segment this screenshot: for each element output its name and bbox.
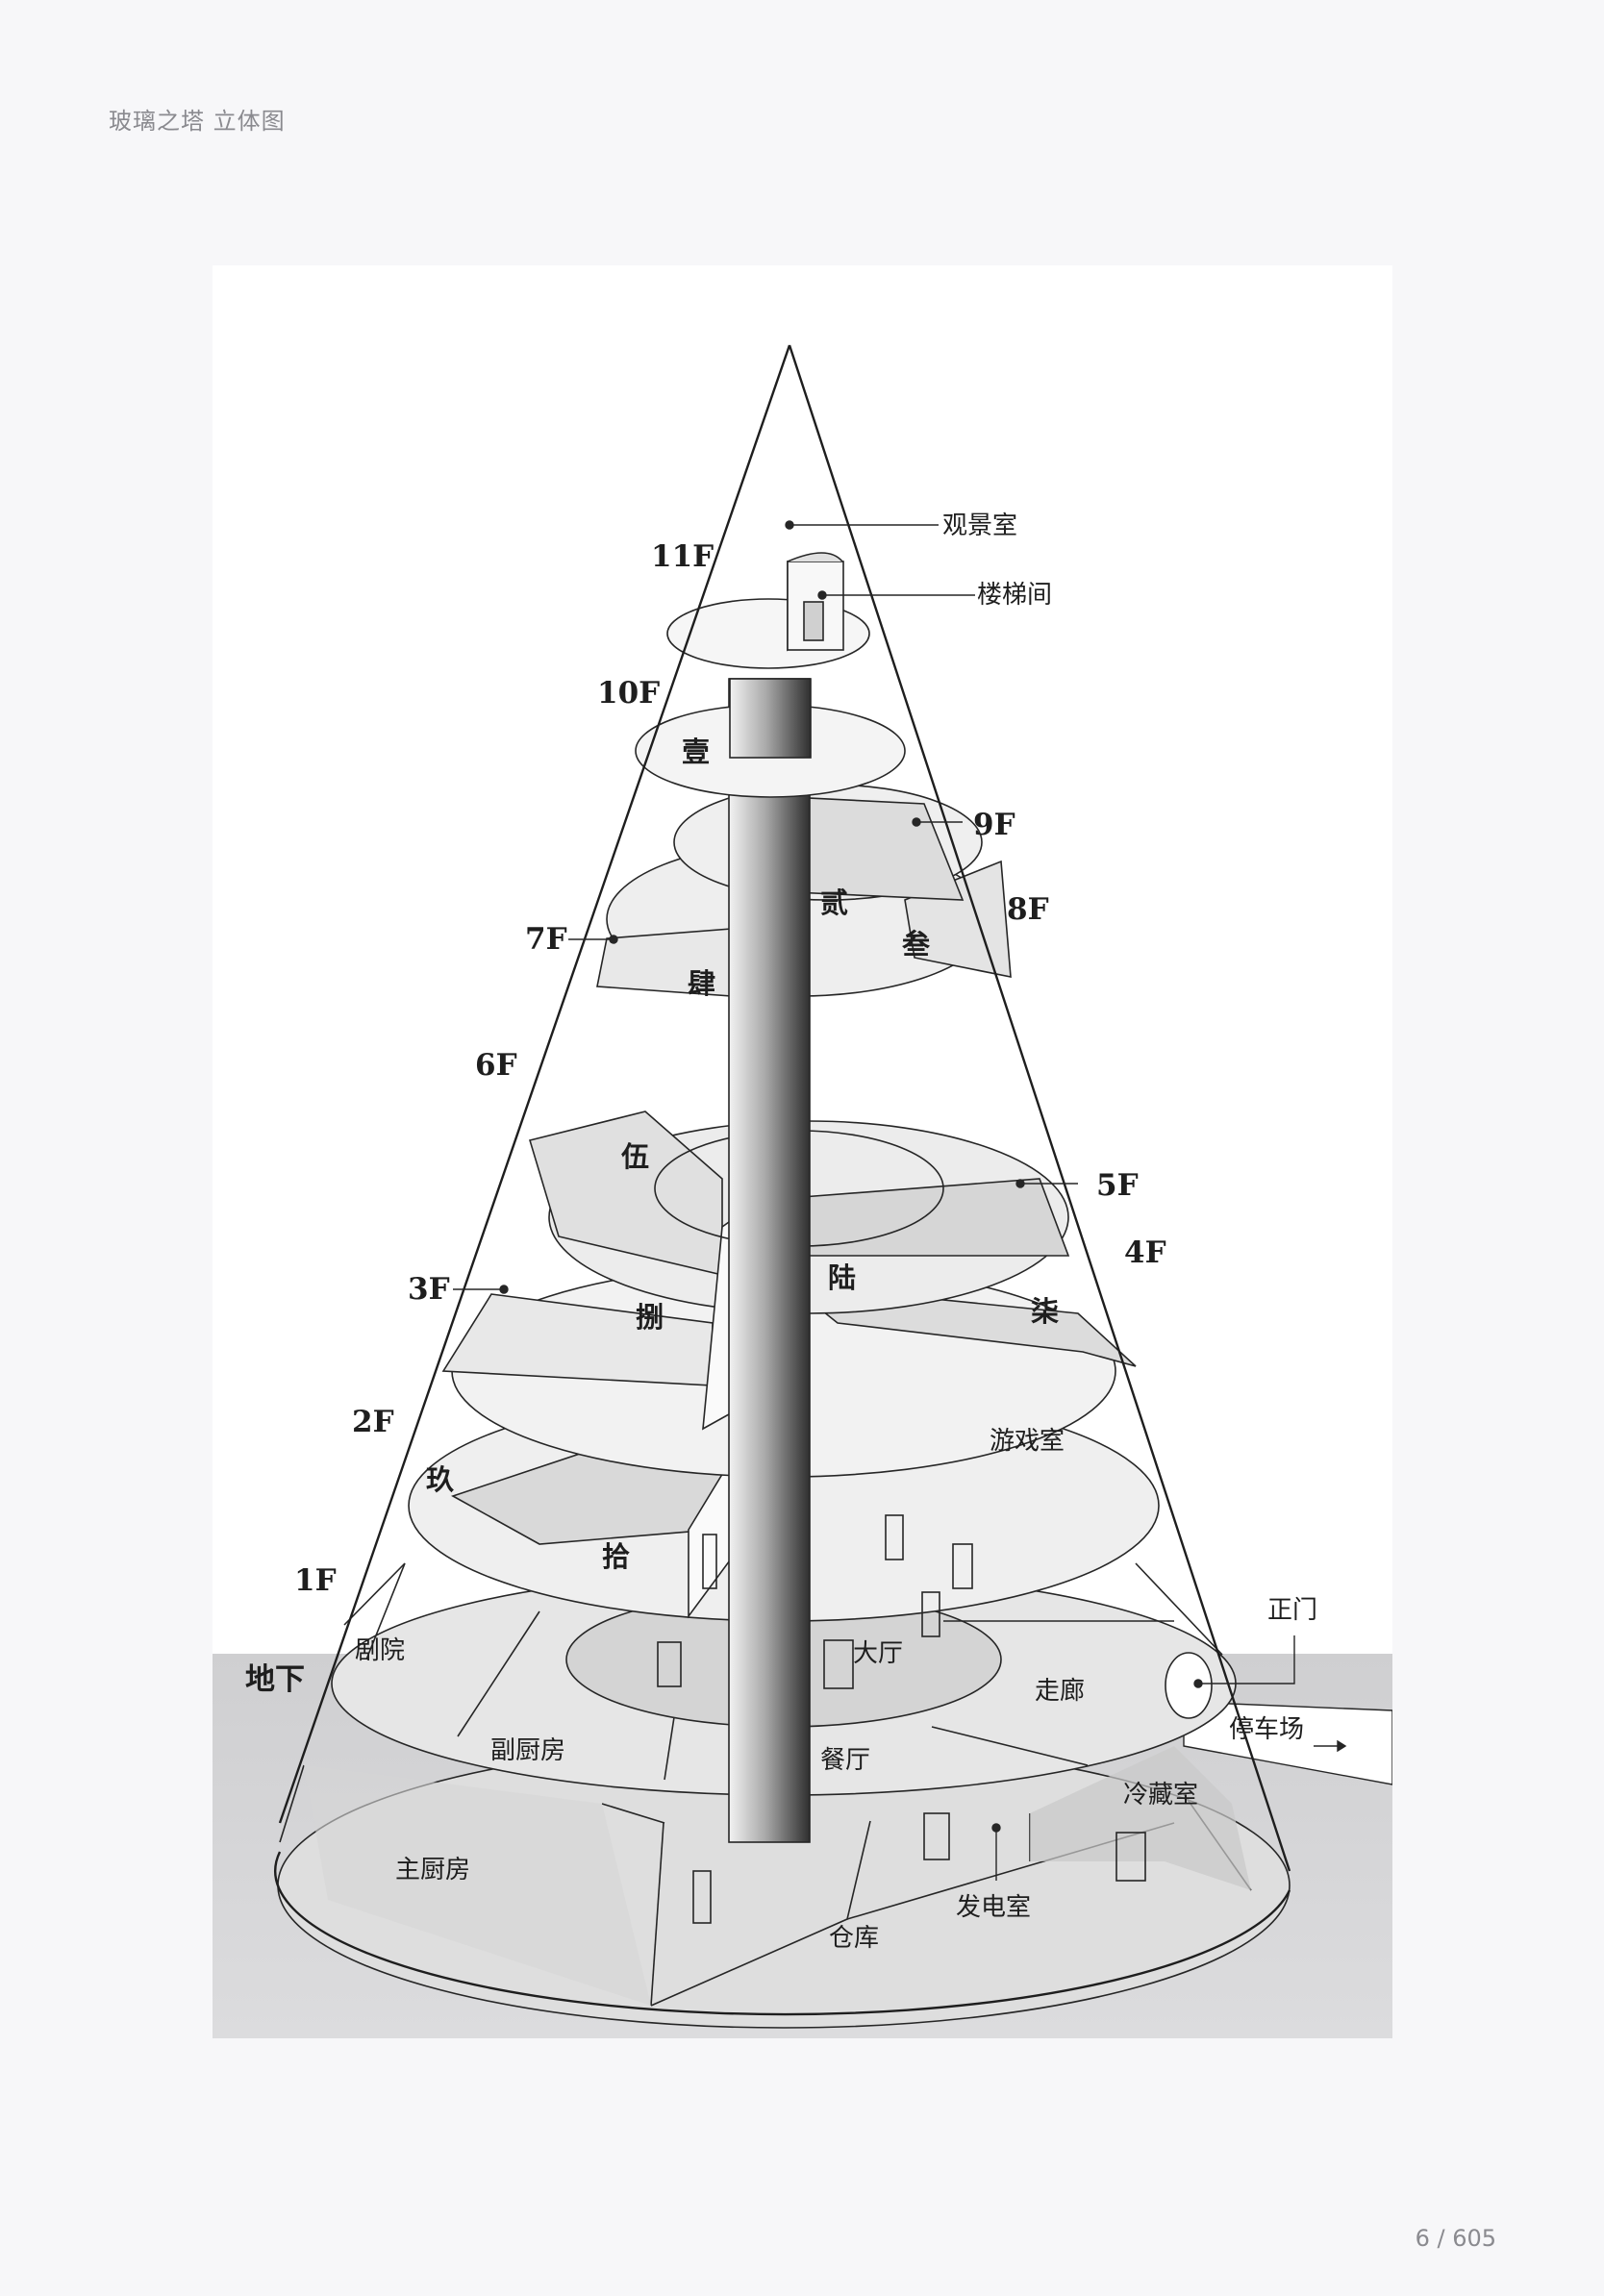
room-label-stairwell: 楼梯间 <box>977 581 1052 610</box>
room-number-9: 玖 <box>426 1463 454 1496</box>
doors <box>657 1514 1146 1924</box>
floor-label-2f: 2F <box>352 1405 394 1439</box>
room-label-dining: 餐厅 <box>820 1746 870 1775</box>
stairwell-block <box>787 552 844 652</box>
room-label-warehouse: 仓库 <box>829 1924 879 1953</box>
room-number-8: 捌 <box>636 1301 664 1334</box>
room-number-7: 柒 <box>1031 1295 1059 1328</box>
basement-wall-shade <box>1030 1746 1251 1890</box>
room-label-main-gate: 正门 <box>1267 1596 1317 1625</box>
room-number-4: 肆 <box>688 967 715 1000</box>
floor-label-4f: 4F <box>1124 1235 1166 1270</box>
floor-label-10f: 10F <box>597 676 660 711</box>
floor-label-1f: 1F <box>294 1563 337 1598</box>
page-title: 玻璃之塔 立体图 <box>109 108 286 135</box>
room-label-corridor: 走廊 <box>1035 1677 1085 1706</box>
floor-label-7f: 7F <box>525 922 567 957</box>
floor-1-dividers <box>343 1562 1223 1781</box>
room-number-10: 拾 <box>602 1540 630 1573</box>
floor-label-8f: 8F <box>1007 892 1049 927</box>
floor-label-6f: 6F <box>475 1048 517 1083</box>
room-number-6: 陆 <box>828 1261 856 1294</box>
room-label-observatory: 观景室 <box>942 512 1017 540</box>
floor-label-9f: 9F <box>973 808 1015 842</box>
room-label-theater: 剧院 <box>355 1636 405 1665</box>
page-indicator: 6 / 605 <box>1415 2225 1496 2252</box>
room-number-2: 贰 <box>820 886 848 919</box>
basement-wall-shade-left <box>304 1765 651 2006</box>
floor-label-11f: 11F <box>651 539 714 574</box>
tower-outline <box>274 344 1291 2016</box>
room-number-3: 叁 <box>902 928 931 961</box>
room-label-main-kitchen: 主厨房 <box>395 1856 470 1884</box>
room-label-hall: 大厅 <box>853 1639 903 1668</box>
tower-cutaway-figure: 11F 10F 9F 8F 7F 6F 5F 4F 3F 2F 1F 地下 观景… <box>213 265 1392 2038</box>
room-number-1: 壹 <box>682 736 710 768</box>
floor-label-5f: 5F <box>1096 1168 1139 1203</box>
main-gate-opening <box>1165 1652 1213 1719</box>
floor-label-basement: 地下 <box>245 1662 305 1697</box>
leader-lines <box>453 520 1347 1881</box>
room-number-5: 伍 <box>621 1140 649 1173</box>
room-label-parking: 停车场 <box>1229 1715 1304 1744</box>
room-label-game-room: 游戏室 <box>990 1427 1065 1456</box>
central-column <box>728 678 811 1843</box>
room-label-generator: 发电室 <box>956 1893 1031 1922</box>
tower-diagram: 11F 10F 9F 8F 7F 6F 5F 4F 3F 2F 1F 地下 观景… <box>213 344 1392 2038</box>
floor-label-3f: 3F <box>408 1272 450 1307</box>
floor-10-column <box>729 678 812 759</box>
room-label-sub-kitchen: 副厨房 <box>490 1736 565 1765</box>
room-label-cold-storage: 冷藏室 <box>1123 1781 1198 1809</box>
